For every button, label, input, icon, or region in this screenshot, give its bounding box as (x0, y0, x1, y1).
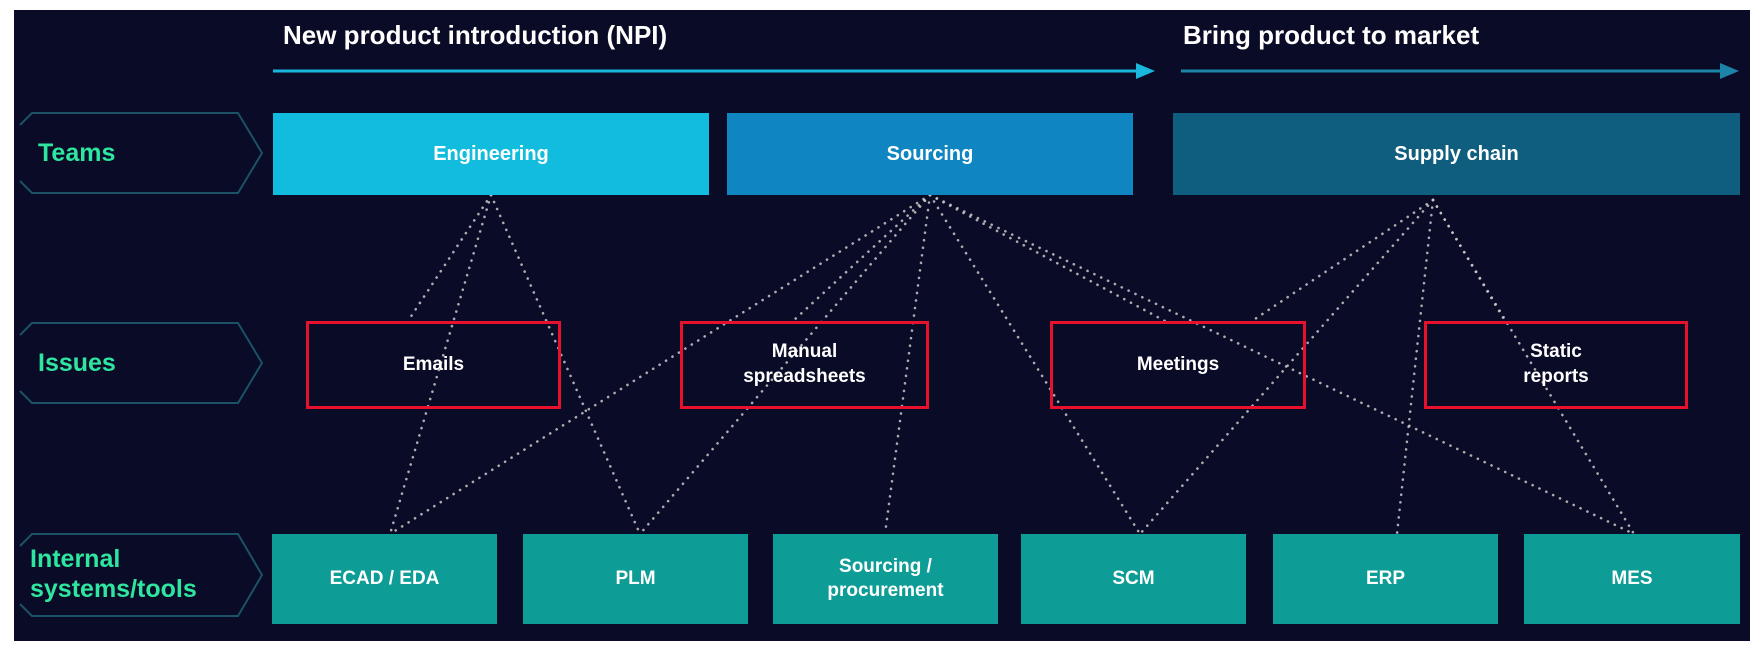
system-box-plm: PLM (523, 534, 748, 624)
issue-box-emails: Emails (306, 321, 561, 409)
system-box-mes: MES (1524, 534, 1740, 624)
system-box-erp: ERP (1273, 534, 1498, 624)
issue-box-meetings: Meetings (1050, 321, 1306, 409)
issue-box-meetings-label: Meetings (1136, 353, 1220, 375)
teams-row-label: Teams (38, 139, 116, 167)
issue-box-manual-spreadsheets: Manual spreadsheets (680, 321, 929, 409)
team-box-supply-chain-label: Supply chain (1394, 142, 1519, 165)
system-box-erp-label: ERP (1365, 568, 1406, 590)
system-box-mes-label: MES (1611, 568, 1653, 590)
system-box-sourcing-procurement-label: Sourcing / procurement (827, 556, 944, 601)
phase-title-bring-to-market: Bring product to market (1183, 20, 1480, 50)
team-box-supply-chain: Supply chain (1173, 113, 1740, 195)
issue-box-manual-spreadsheets-label: Manual spreadsheets (743, 341, 866, 387)
system-box-ecad-eda-label: ECAD / EDA (329, 568, 440, 590)
issues-row-label: Issues (38, 349, 116, 377)
system-box-sourcing-procurement: Sourcing / procurement (773, 534, 998, 624)
phase-title-npi: New product introduction (NPI) (283, 20, 668, 50)
issue-box-static-reports-label: Static reports (1523, 341, 1589, 387)
internal-systems-row-label: Internal systems/tools (30, 545, 197, 603)
system-box-plm-label: PLM (615, 568, 656, 590)
team-box-sourcing-label: Sourcing (886, 142, 974, 165)
team-box-engineering: Engineering (273, 113, 709, 195)
issue-box-static-reports: Static reports (1424, 321, 1688, 409)
system-box-scm: SCM (1021, 534, 1246, 624)
system-box-ecad-eda: ECAD / EDA (272, 534, 497, 624)
system-box-scm-label: SCM (1112, 568, 1155, 590)
team-box-sourcing: Sourcing (727, 113, 1133, 195)
team-box-engineering-label: Engineering (433, 142, 549, 165)
issue-box-emails-label: Emails (402, 353, 465, 375)
